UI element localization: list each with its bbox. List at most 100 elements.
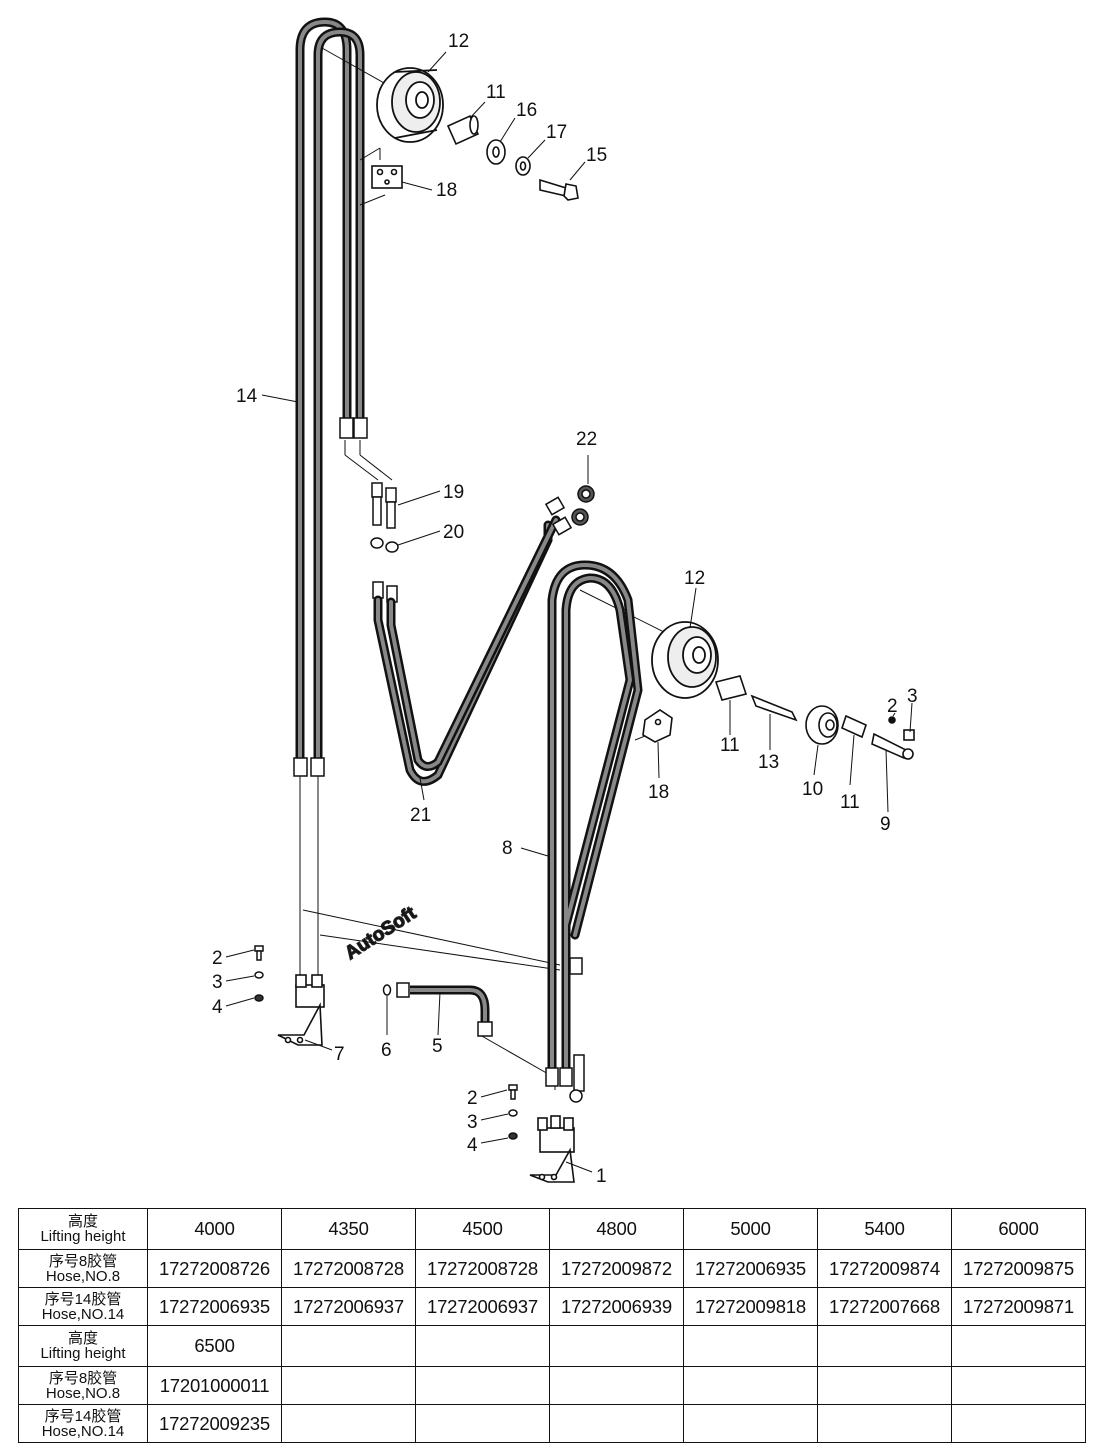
- watermark: AutoSoft: [341, 902, 421, 965]
- part-number-cell: 17272009235: [147, 1404, 282, 1443]
- empty-cell: [415, 1366, 550, 1405]
- height-cell: 5400: [817, 1208, 952, 1250]
- empty-cell: [415, 1404, 550, 1443]
- height-cell: 5000: [683, 1208, 818, 1250]
- hose-assembly-diagram: AutoSoft: [212, 17, 918, 1187]
- row-header-hose14: 序号14胶管 Hose,NO.14: [18, 1287, 148, 1326]
- bracket-1: [529, 1115, 575, 1183]
- row-header-hose8: 序号8胶管 Hose,NO.8: [18, 1249, 148, 1288]
- label-13: 13: [758, 752, 779, 773]
- part-number-cell: 17272006937: [415, 1287, 550, 1326]
- part-number-cell: 17272006939: [549, 1287, 684, 1326]
- part-number-cell: 17272009875: [951, 1249, 1086, 1288]
- label-14: 14: [236, 386, 258, 407]
- empty-cell: [817, 1325, 952, 1367]
- clamp-upper: [371, 165, 403, 189]
- hose-fittings-upper: [293, 417, 368, 777]
- label-5: 5: [432, 1036, 443, 1057]
- row-header-height: 高度 Lifting height: [18, 1208, 148, 1250]
- caps-22: [544, 485, 595, 536]
- label-4-left: 4: [212, 997, 223, 1018]
- height-cell: 4000: [147, 1208, 282, 1250]
- empty-cell: [549, 1366, 684, 1405]
- label-18-mid: 18: [648, 782, 669, 803]
- label-10: 10: [802, 779, 823, 800]
- label-22: 22: [576, 429, 597, 450]
- bolt-15: [539, 178, 579, 201]
- hose14-row-2: 序号14胶管 Hose,NO.14 17272009235: [18, 1404, 1086, 1443]
- label-7: 7: [334, 1044, 345, 1065]
- washer-6: [382, 982, 493, 1037]
- hose-no21: [373, 515, 561, 786]
- label-21: 21: [410, 805, 431, 826]
- part-number-cell: 17272008726: [147, 1249, 282, 1288]
- washer-17: [515, 156, 531, 176]
- label-11-top: 11: [486, 82, 506, 103]
- label-12-mid: 12: [684, 568, 705, 589]
- bushing-upper: [446, 114, 480, 146]
- part-number-cell: 17272009874: [817, 1249, 952, 1288]
- washer-16: [486, 139, 506, 165]
- hose-no14: [295, 17, 365, 767]
- label-11-a: 11: [720, 735, 740, 756]
- label-leaders: [225, 51, 913, 1173]
- height-cell: 4800: [549, 1208, 684, 1250]
- label-9: 9: [880, 814, 891, 835]
- part-number-cell: 17272006935: [683, 1249, 818, 1288]
- hose14-row-1: 序号14胶管 Hose,NO.14 17272006935 1727200693…: [18, 1287, 1086, 1326]
- empty-cell: [281, 1404, 416, 1443]
- hose-fittings-lower: [545, 957, 585, 1103]
- label-11-b: 11: [840, 792, 860, 813]
- clamp-middle: [642, 709, 673, 743]
- svg-text:AutoSoft: AutoSoft: [341, 903, 420, 965]
- part-number-cell: 17272009872: [549, 1249, 684, 1288]
- height-cell: 6000: [951, 1208, 1086, 1250]
- empty-cell: [549, 1404, 684, 1443]
- empty-cell: [549, 1325, 684, 1367]
- empty-cell: [281, 1366, 416, 1405]
- label-6: 6: [381, 1040, 392, 1061]
- empty-cell: [951, 1366, 1086, 1405]
- label-3-right: 3: [907, 686, 918, 707]
- label-2-bot: 2: [467, 1088, 478, 1109]
- label-4-bot: 4: [467, 1135, 478, 1156]
- label-8: 8: [502, 838, 513, 859]
- part-labels: 12 11 16 17 15 18 14 22 19 20 12 3 2 11 …: [212, 31, 918, 1187]
- empty-cell: [281, 1325, 416, 1367]
- empty-cell: [951, 1404, 1086, 1443]
- part-number-cell: 17272009871: [951, 1287, 1086, 1326]
- height-row-1: 高度 Lifting height 4000 4350 4500 4800 50…: [18, 1208, 1086, 1250]
- row-header-hose8: 序号8胶管 Hose,NO.8: [18, 1366, 148, 1405]
- shaft-assembly: [714, 675, 915, 760]
- empty-cell: [683, 1325, 818, 1367]
- height-row-2: 高度 Lifting height 6500: [18, 1325, 1086, 1367]
- hose-no8: [547, 560, 643, 1077]
- label-3-bot: 3: [467, 1112, 478, 1133]
- part-number-cell: 17272006937: [281, 1287, 416, 1326]
- hose-no5: [410, 985, 490, 1030]
- label-3-left: 3: [212, 972, 223, 993]
- pulley-middle: [651, 621, 719, 699]
- part-number-cell: 17272009818: [683, 1287, 818, 1326]
- part-number-cell: 17272006935: [147, 1287, 282, 1326]
- label-18-top: 18: [436, 180, 457, 201]
- label-12-top: 12: [448, 31, 469, 52]
- height-cell: 6500: [147, 1325, 282, 1367]
- bracket-7: [277, 974, 325, 1046]
- label-2-left: 2: [212, 948, 223, 969]
- hose8-row-2: 序号8胶管 Hose,NO.8 17201000011: [18, 1366, 1086, 1405]
- hose-spec-table: 高度 Lifting height 4000 4350 4500 4800 50…: [18, 1208, 1086, 1443]
- fittings-19-20: [370, 482, 399, 603]
- hose8-row-1: 序号8胶管 Hose,NO.8 17272008726 17272008728 …: [18, 1249, 1086, 1288]
- fasteners-bottom: [508, 1084, 518, 1140]
- label-19: 19: [443, 482, 464, 503]
- label-1: 1: [596, 1166, 607, 1187]
- label-16: 16: [516, 100, 537, 121]
- part-number-cell: 17272008728: [415, 1249, 550, 1288]
- empty-cell: [683, 1366, 818, 1405]
- empty-cell: [817, 1404, 952, 1443]
- row-header-hose14: 序号14胶管 Hose,NO.14: [18, 1404, 148, 1443]
- empty-cell: [951, 1325, 1086, 1367]
- height-cell: 4500: [415, 1208, 550, 1250]
- part-number-cell: 17201000011: [147, 1366, 282, 1405]
